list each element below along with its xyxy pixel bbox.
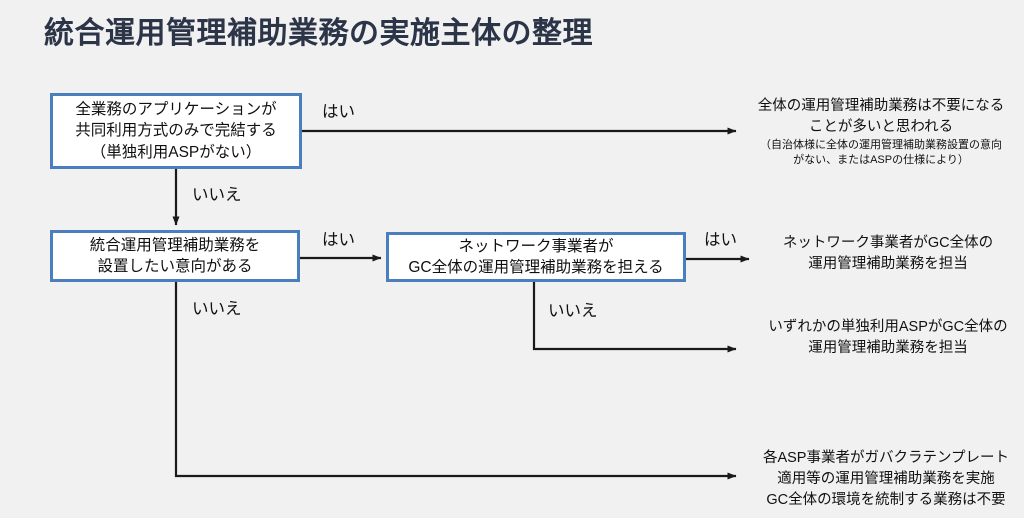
node-line: 共同利用方式のみで完結する	[75, 122, 277, 140]
node-line: 設置したい意向がある	[97, 258, 253, 275]
edge-label-yes-3: はい	[704, 231, 737, 249]
node-line: 統合運用管理補助業務を	[89, 236, 261, 254]
outcome-line: ネットワーク事業者がGC全体の	[782, 235, 994, 251]
outcome-not-needed: 全体の運用管理補助業務は不要になる ことが多いと思われる （自治体様に全体の運用…	[745, 96, 1017, 169]
decision-node-intent[interactable]: 統合運用管理補助業務を 設置したい意向がある	[50, 230, 300, 282]
edge-q2-no	[174, 282, 737, 480]
edge-label-yes-1: はい	[322, 103, 355, 121]
outcome-note: （自治体様に全体の運用管理補助業務設置の意向	[760, 139, 1002, 152]
decision-node-app-shared[interactable]: 全業務のアプリケーションが 共同利用方式のみで完結する （単独利用ASPがない）	[50, 93, 302, 169]
outcome-network-operator-in-charge: ネットワーク事業者がGC全体の 運用管理補助業務を担当	[757, 233, 1019, 275]
node-line: 全業務のアプリケーションが	[75, 100, 277, 118]
outcome-line: ことが多いと思われる	[808, 119, 954, 136]
node-line: ネットワーク事業者が	[458, 237, 614, 255]
outcome-line: 全体の運用管理補助業務は不要になる	[757, 98, 1005, 114]
outcome-line: 適用等の運用管理補助業務を実施	[777, 471, 995, 488]
edge-label-yes-2: はい	[322, 231, 355, 249]
outcome-note: がない、またはASPの仕様により）	[793, 154, 969, 167]
outcome-line: いずれかの単独利用ASPがGC全体の	[768, 319, 1008, 335]
decision-node-network-operator[interactable]: ネットワーク事業者が GC全体の運用管理補助業務を担える	[386, 232, 686, 282]
edge-label-no-3: いいえ	[548, 302, 598, 320]
outcome-line: 運用管理補助業務を担当	[808, 256, 968, 273]
outcome-line: 各ASP事業者がガバクラテンプレート	[762, 450, 1010, 466]
edge-label-no-2: いいえ	[192, 300, 242, 318]
outcome-line: 運用管理補助業務を担当	[808, 340, 968, 357]
page-title: 統合運用管理補助業務の実施主体の整理	[44, 17, 593, 50]
outcome-line: GC全体の環境を統制する業務は不要	[766, 492, 1006, 509]
outcome-each-asp-operator: 各ASP事業者がガバクラテンプレート 適用等の運用管理補助業務を実施 GC全体の…	[752, 448, 1020, 511]
edge-label-no-1: いいえ	[192, 186, 242, 204]
node-line: （単独利用ASPがない）	[90, 143, 262, 161]
node-line: GC全体の運用管理補助業務を担える	[408, 259, 664, 276]
outcome-single-asp-in-charge: いずれかの単独利用ASPがGC全体の 運用管理補助業務を担当	[757, 317, 1019, 359]
